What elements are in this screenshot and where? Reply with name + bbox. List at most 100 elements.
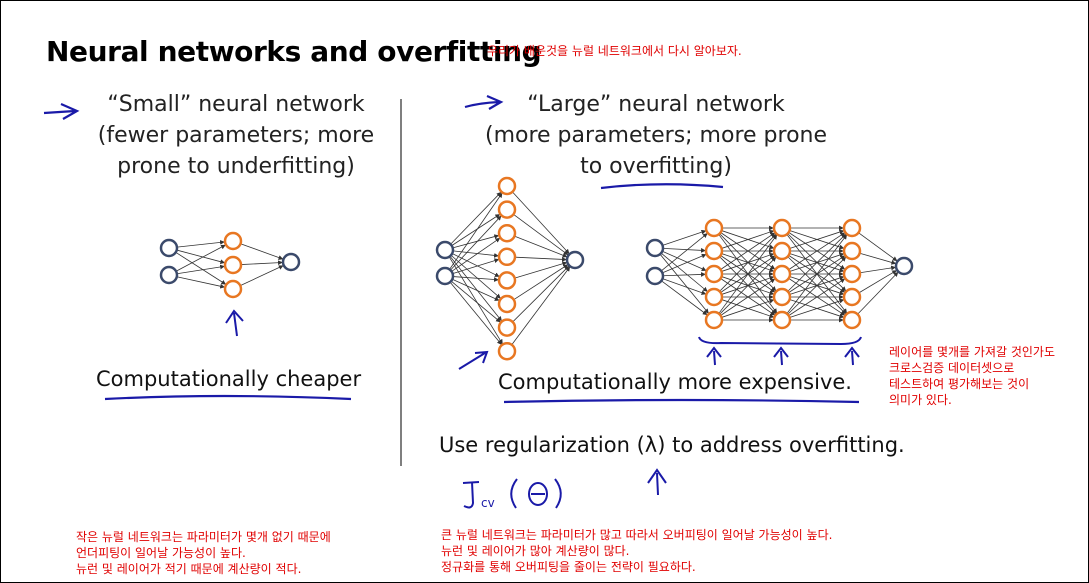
hidden-neuron [842, 287, 862, 307]
edge [240, 243, 284, 260]
hidden-neuron [704, 310, 724, 330]
edge [660, 233, 708, 272]
cheaper-underline [104, 394, 352, 401]
edge [449, 256, 502, 322]
note-line: 뉴런 및 레이어가 적기 때문에 계산량이 적다. [76, 562, 302, 576]
large-heading-line: (more parameters; more prone [484, 123, 828, 148]
edge [787, 233, 847, 292]
edge [513, 214, 569, 256]
layers-bracket [698, 336, 862, 346]
hidden-neuron [497, 200, 517, 219]
edge [240, 265, 284, 286]
edge [450, 191, 502, 245]
edge [661, 280, 708, 316]
hidden-neuron [704, 241, 724, 261]
hidden-neuron [772, 310, 792, 330]
edge [719, 233, 777, 292]
hidden-neuron [497, 271, 517, 290]
large-network-deep [645, 218, 914, 330]
input-neuron [159, 238, 179, 258]
hidden-neuron [223, 279, 243, 299]
large-network-heading: “Large” neural network (more parameters;… [456, 89, 856, 182]
edge [789, 298, 845, 318]
layer-arrow-icon [773, 346, 789, 366]
edge [452, 258, 500, 275]
hidden-neuron [497, 176, 517, 196]
small-network [159, 231, 301, 299]
hidden-neuron [842, 241, 862, 261]
input-neuron [645, 266, 665, 286]
edge [787, 256, 847, 315]
cheaper-label: Computationally cheaper [96, 367, 362, 391]
large-heading-line: to overfitting) [580, 154, 732, 179]
edge [721, 229, 775, 249]
input-neuron [645, 238, 665, 258]
input-neuron [159, 265, 179, 285]
edge [720, 232, 776, 270]
hidden-neuron [842, 310, 862, 330]
edge [788, 278, 846, 316]
large-heading-line: “Large” neural network [527, 92, 785, 117]
page-title: Neural networks and overfitting [46, 35, 542, 68]
hidden-neuron [497, 294, 517, 314]
edge [514, 235, 568, 258]
hidden-neuron [772, 241, 792, 261]
edge [662, 229, 707, 246]
edge [451, 237, 501, 272]
edge [176, 276, 225, 289]
title-note: 우리가 배운것을 뉴럴 네트워크에서 다시 알아보자. [487, 44, 742, 58]
edge [858, 232, 898, 262]
edge [240, 260, 283, 266]
edge [514, 256, 567, 262]
hidden-neuron [497, 341, 517, 361]
edge [451, 214, 501, 246]
expensive-label: Computationally more expensive. [498, 370, 852, 394]
note-line: 의미가 있다. [889, 393, 952, 407]
edge [662, 272, 706, 277]
overfitting-underline [600, 183, 724, 190]
output-neuron [894, 256, 914, 276]
edge [858, 270, 897, 294]
hidden-neuron [772, 218, 792, 238]
edge [662, 247, 706, 253]
input-neuron [435, 240, 455, 260]
handwritten-jcv: cv [462, 478, 562, 510]
note-line: 큰 뉴럴 네트워크는 파라미터가 많고 따라서 오버피팅이 일어날 가능성이 높… [441, 528, 833, 542]
hidden-neuron [704, 218, 724, 238]
edge [449, 192, 503, 270]
edge [718, 234, 778, 314]
hidden-neuron [497, 318, 517, 337]
edge [662, 278, 707, 295]
svg-text:cv: cv [481, 496, 495, 510]
edge [859, 265, 896, 274]
edge [452, 278, 500, 301]
hidden-neuron [223, 231, 243, 251]
layer-arrow-icon [706, 346, 722, 366]
edge [450, 215, 502, 271]
layer-arrow-icon [844, 346, 860, 366]
note-line: 레이어를 몇개를 가져갈 것인가도 [889, 345, 1056, 359]
edge [720, 278, 776, 316]
hidden-neuron [704, 287, 724, 307]
edge [512, 191, 570, 254]
note-line: 테스트하여 평가해보는 것이 [889, 377, 1030, 391]
edge [449, 281, 502, 345]
large-hidden-arrow-icon [458, 350, 489, 370]
note-line: 언더피팅이 일어날 가능성이 높다. [76, 546, 246, 560]
edge [452, 253, 500, 277]
edge [448, 256, 503, 345]
edge [514, 261, 568, 279]
edge [660, 252, 708, 292]
note-line: 작은 뉴럴 네트워크는 파라미터가 몇개 없기 때문에 [76, 530, 331, 544]
edge [857, 271, 899, 315]
output-neuron [565, 250, 585, 270]
edge [176, 264, 225, 275]
edge [659, 253, 709, 314]
edge [721, 298, 775, 318]
small-heading-line: (fewer parameters; more [97, 123, 375, 148]
small-heading-line: prone to underfitting) [117, 154, 355, 179]
hidden-neuron [842, 264, 862, 284]
edge [788, 232, 846, 270]
